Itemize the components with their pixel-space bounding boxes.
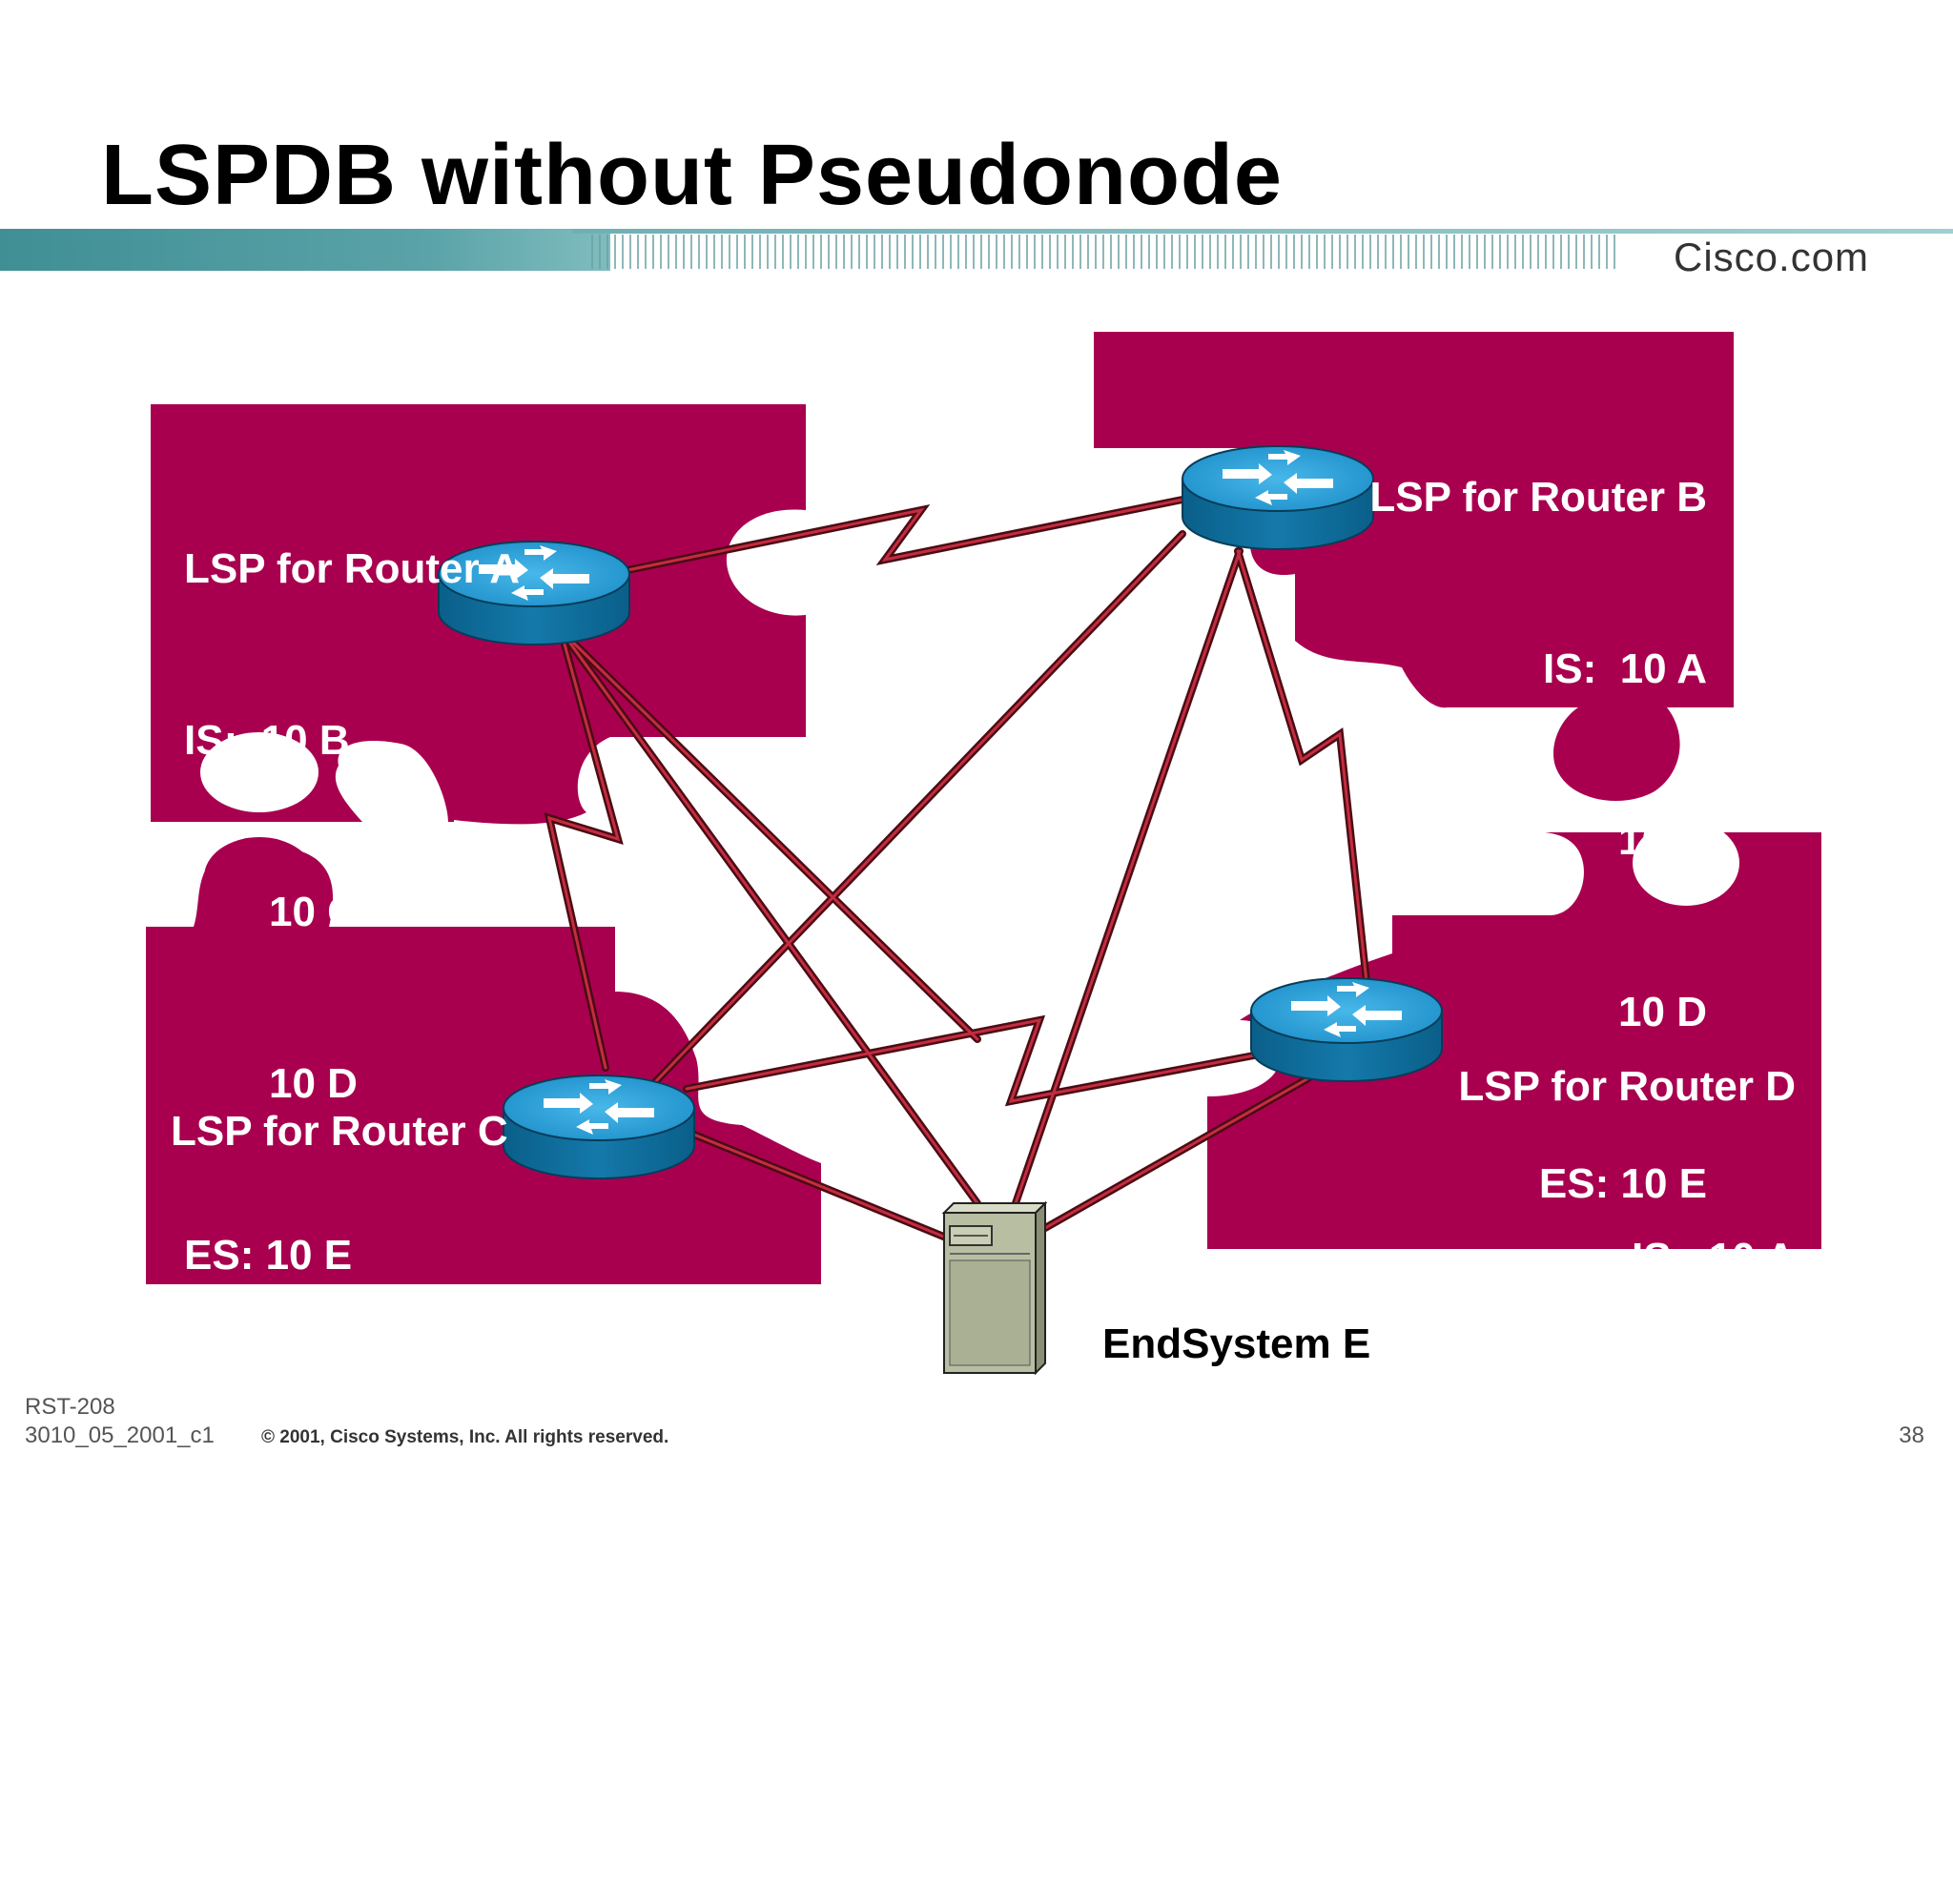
router-b [1182, 445, 1374, 550]
header-rule [572, 229, 1953, 234]
router-d [1250, 977, 1443, 1082]
lsp-d-line-4: ES: 10 E [1627, 1750, 1796, 1796]
lsp-c-line-3: 10 D [256, 1623, 344, 1669]
lsp-c-line-1: IS: 10 A [171, 1280, 335, 1326]
cisco-logo: Cisco.com [1674, 235, 1870, 279]
router-c [503, 1075, 695, 1179]
lsp-b-line-2: 10 C [1618, 817, 1707, 864]
lsp-d-line-1: IS: 10 A [1632, 1235, 1796, 1281]
footer-code: RST-208 [25, 1394, 115, 1420]
puzzle-piece-c [146, 844, 821, 1284]
lsp-a-line-3: 10 D [269, 1060, 358, 1107]
lsp-box-router-d: LSP for Router D IS: 10 A 10 B 10 C ES: … [1458, 944, 1796, 1859]
lsp-a-title: LSP for Router A [184, 545, 521, 592]
puzzle-knob-b [1560, 718, 1671, 798]
slide-title: LSPDB without Pseudonode [101, 128, 1283, 223]
lsp-box-router-a: LSP for Router A IS: 10 B 10 C 10 D ES: … [184, 426, 520, 1341]
server-icon [941, 1200, 1048, 1376]
puzzle-notch-a-bottom [200, 732, 319, 812]
lsp-d-line-2: 10 B [1707, 1406, 1796, 1453]
header-bar [0, 229, 610, 271]
header-stripes [591, 235, 1621, 269]
puzzle-piece-d [1207, 832, 1821, 1249]
lsp-a-line-2: 10 C [269, 889, 358, 935]
lsp-d-line-3: 10 C [1707, 1578, 1796, 1625]
lsp-c-line-4: ES: 10 E [171, 1794, 339, 1841]
copyright-notice: © 2001, Cisco Systems, Inc. All rights r… [261, 1427, 669, 1447]
lsp-b-line-4: ES: 10 E [1538, 1160, 1707, 1207]
page-number: 38 [1899, 1423, 1924, 1448]
lsp-c-title: LSP for Router C [171, 1108, 508, 1155]
lsp-c-line-2: 10 B [256, 1451, 344, 1498]
lsp-b-title: LSP for Router B [1369, 474, 1707, 521]
lsp-b-line-1: IS: 10 A [1543, 645, 1707, 692]
lsp-d-title: LSP for Router D [1458, 1063, 1796, 1110]
network-diagram [146, 332, 1821, 1376]
lsp-b-line-3: 10 D [1618, 989, 1707, 1035]
lsp-box-router-b: LSP for Router B IS: 10 A 10 C 10 D ES: … [1369, 355, 1707, 1270]
puzzle-notch-d-top [1633, 820, 1739, 906]
puzzle-knob-c [204, 837, 315, 917]
lsp-a-line-4: ES: 10 E [184, 1232, 353, 1279]
router-a [438, 541, 630, 645]
end-system-label: EndSystem E [1102, 1321, 1371, 1367]
footer-date: 3010_05_2001_c1 [25, 1423, 215, 1448]
lsp-a-line-1: IS: 10 B [184, 717, 350, 764]
puzzle-piece-b [1094, 332, 1734, 801]
